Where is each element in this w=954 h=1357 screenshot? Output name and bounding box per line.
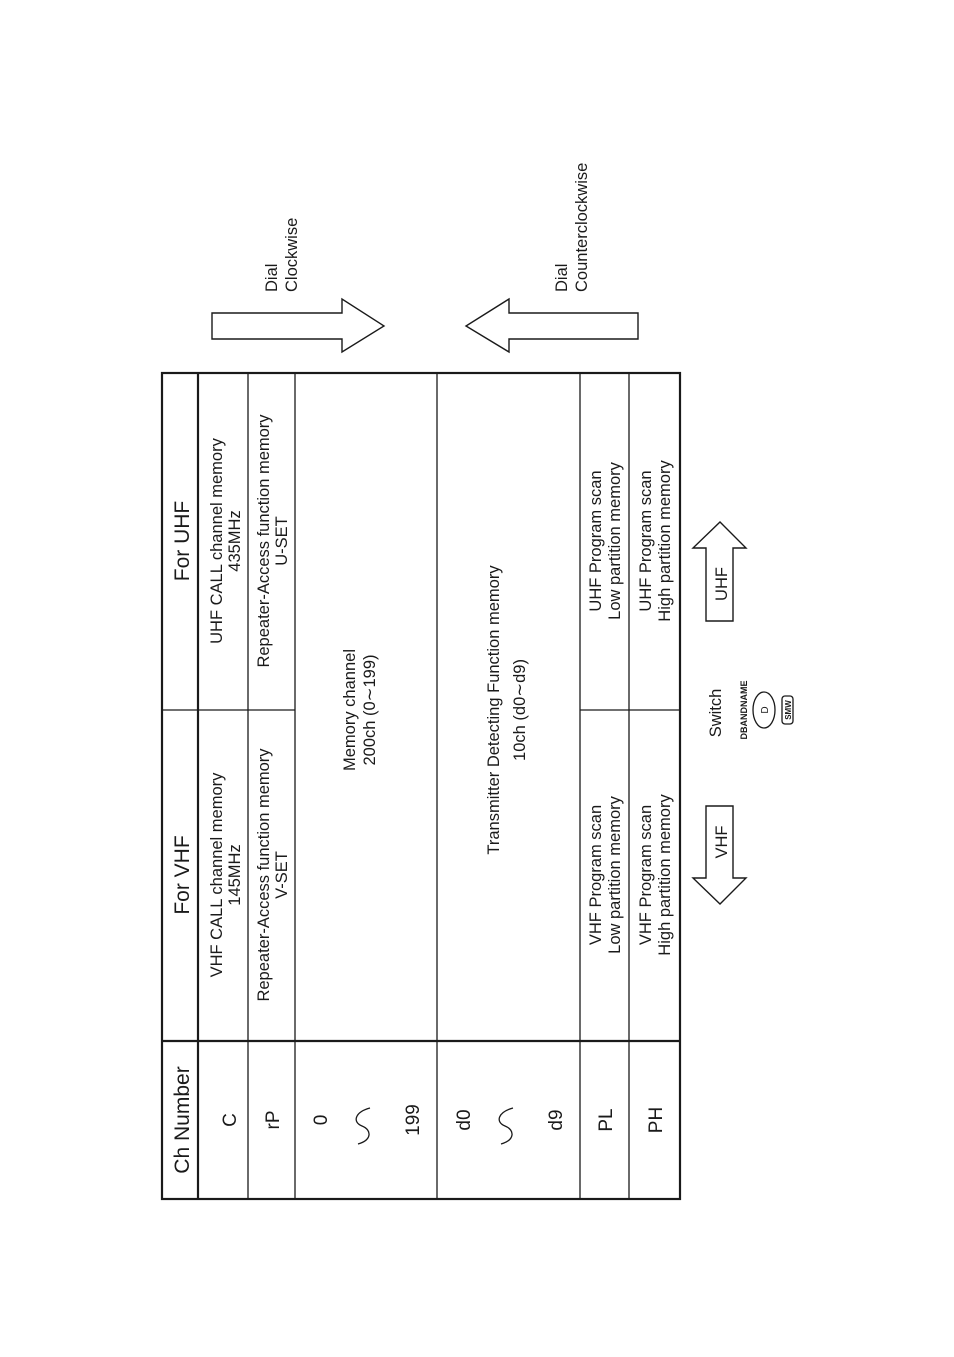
transmitter-line2: 10ch (d0∼d9) [511, 659, 529, 761]
button-letter: D [760, 706, 771, 713]
ch-c: C [220, 1113, 241, 1127]
uhf-pl-line2: Low partition memory [606, 461, 624, 619]
vhf-repeater-line1: Repeater-Access function memory [255, 748, 273, 1002]
dial-label-line2: Counterclockwise [573, 163, 591, 292]
vhf-arrow-icon [691, 805, 748, 905]
ch-from: d0 [454, 1109, 475, 1130]
header-for-uhf: For UHF [171, 501, 194, 582]
table-row-ph: PH VHF Program scan High partition memor… [637, 460, 674, 1134]
memory-line1: Memory channel [341, 649, 359, 771]
dial-counterclockwise-arrow [464, 297, 639, 354]
uhf-repeater-line2: U-SET [273, 516, 291, 566]
ch-from: 0 [311, 1115, 332, 1126]
table-row-rp: rP Repeater-Access function memory V-SET… [255, 414, 291, 1130]
uhf-arrow-icon [691, 521, 748, 622]
memory-line2: 200ch (0∼199) [361, 654, 379, 765]
vhf-ph-line1: VHF Program scan [637, 805, 655, 945]
ch-to: 199 [403, 1104, 424, 1136]
smw-badge [781, 695, 794, 725]
ch-to: d9 [546, 1109, 567, 1130]
ch-ph: PH [646, 1107, 667, 1133]
table-border [160, 371, 682, 1201]
uhf-call-line2: 435MHz [226, 510, 244, 571]
uhf-ph-line1: UHF Program scan [637, 470, 655, 611]
dial-counterclockwise-label: Dial Counterclockwise [553, 163, 591, 292]
button-bottom-label: SMW [784, 700, 793, 720]
uhf-ph-line2: High partition memory [656, 460, 674, 622]
table-row-memory: 0 199 Memory channel 200ch (0∼199) [311, 649, 424, 1145]
table-row-c: C VHF CALL channel memory 145MHz UHF CAL… [208, 437, 244, 1126]
dial-label-line1: Dial [553, 264, 571, 292]
d-button-outline[interactable] [752, 691, 776, 729]
header-for-vhf: For VHF [171, 835, 194, 914]
dial-clockwise-label: Dial Clockwise [263, 218, 301, 292]
ch-rp: rP [263, 1111, 284, 1130]
vhf-pl-line2: Low partition memory [606, 795, 624, 953]
button-top-label: DBANDNAME [739, 681, 749, 740]
header-ch-number: Ch Number [171, 1066, 194, 1173]
transmitter-line1: Transmitter Detecting Function memory [485, 565, 503, 855]
vhf-arrow-label: VHF [713, 826, 731, 859]
vhf-call-line2: 145MHz [226, 844, 244, 905]
range-tilde-icon [498, 1107, 514, 1145]
dial-label-line1: Dial [263, 264, 281, 292]
band-switch-button[interactable]: DBANDNAME D SMW [739, 681, 794, 740]
uhf-arrow-label: UHF [713, 567, 731, 601]
table-row-pl: PL VHF Program scan Low partition memory… [587, 461, 624, 1131]
uhf-repeater-line1: Repeater-Access function memory [255, 414, 273, 668]
vhf-pl-line1: VHF Program scan [587, 805, 605, 945]
vhf-repeater-line2: V-SET [273, 851, 291, 899]
vhf-ph-line2: High partition memory [656, 794, 674, 956]
channel-table-grid [160, 371, 682, 1201]
dial-clockwise-arrow [211, 297, 386, 354]
ch-pl: PL [596, 1108, 617, 1131]
uhf-call-line1: UHF CALL channel memory [208, 437, 226, 643]
table-row-transmitter: d0 d9 Transmitter Detecting Function mem… [454, 565, 567, 1145]
range-tilde-icon [355, 1107, 371, 1145]
dial-label-line2: Clockwise [283, 218, 301, 292]
vhf-call-line1: VHF CALL channel memory [208, 772, 226, 978]
uhf-pl-line1: UHF Program scan [587, 470, 605, 611]
switch-label: Switch [707, 689, 725, 738]
